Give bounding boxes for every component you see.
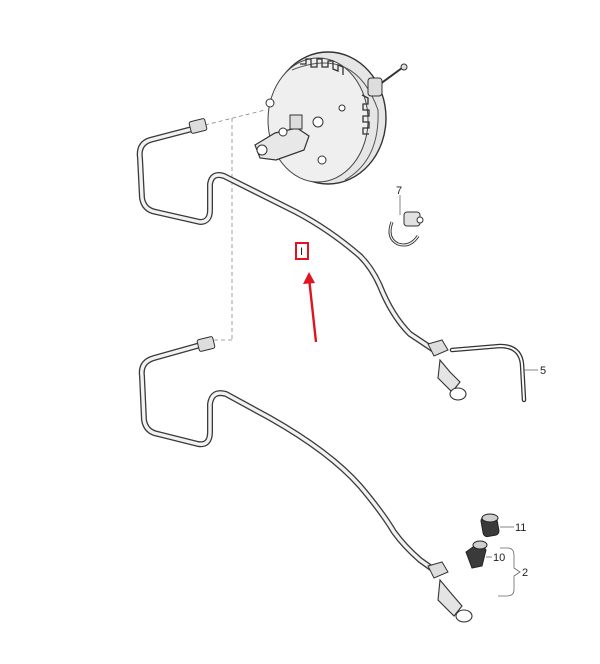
hose-part-5 [449, 343, 538, 403]
reference-lines [204, 109, 266, 341]
highlight-label: I [300, 246, 303, 258]
cap-part-11 [480, 513, 514, 538]
callout-11: 11 [515, 522, 526, 534]
callout-10: 10 [493, 552, 505, 564]
bracket-part-2 [498, 547, 521, 597]
clamp-part-7 [388, 195, 424, 247]
lower-brake-line [138, 336, 473, 623]
elbow-part-10 [465, 540, 492, 569]
brake-booster [254, 51, 408, 185]
highlight-box [295, 242, 309, 260]
highlight-marker: I [295, 242, 309, 260]
upper-brake-line [136, 118, 467, 401]
callout-7: 7 [396, 185, 402, 197]
callout-5: 5 [540, 365, 546, 377]
callout-2: 2 [522, 567, 528, 579]
red-arrow [303, 272, 318, 343]
